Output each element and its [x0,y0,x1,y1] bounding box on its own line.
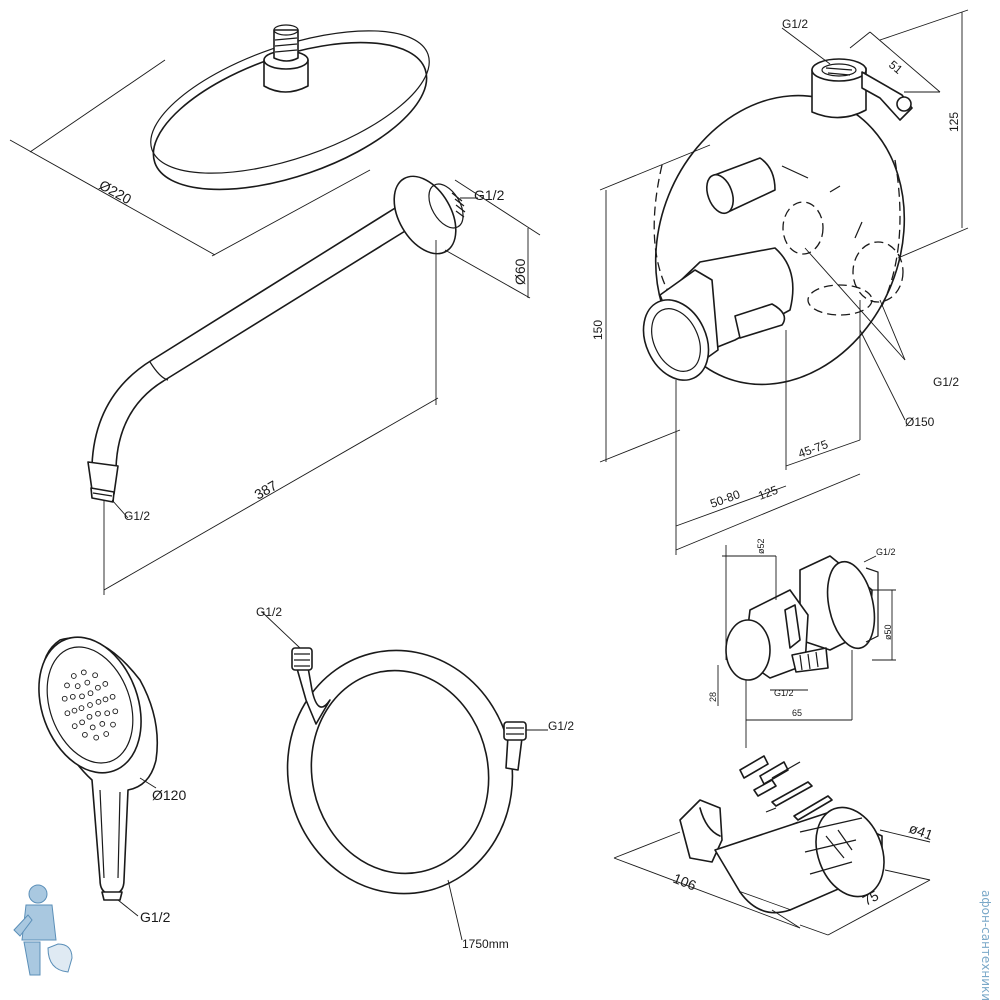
nozzle [89,724,96,731]
valve-depth-45-75-label: 45-75 [796,437,830,461]
nozzle [102,681,109,687]
hand-shower-holder [679,799,885,914]
holder-75-label: 75 [860,887,881,909]
head-diameter-label: Ø220 [97,177,135,208]
hand-thread-label: G1/2 [140,909,171,925]
hose-thread-1-label: G1/2 [256,605,282,619]
nozzle [74,683,81,689]
nozzle [70,673,77,679]
hand-diameter-label: Ø120 [152,787,186,803]
valve-height-125-label: 125 [947,112,961,132]
valve-height-150-label: 150 [591,320,605,340]
plate-diameter-label: Ø150 [905,415,935,429]
arm-inlet-label: G1/2 [474,187,505,203]
valve-depth-125-label: 125 [756,483,780,503]
valve-depth-50-80-label: 50-80 [708,487,742,511]
shower-arm [87,175,466,503]
elbow-d52-label: ø52 [756,538,766,554]
arm-outlet-label: G1/2 [124,509,150,523]
nozzle [95,710,101,717]
nozzle [87,702,93,708]
nozzle [87,690,94,697]
nozzle [95,684,101,691]
nozzle [78,705,85,711]
shower-head [150,24,430,191]
nozzle [86,713,93,720]
concealed-valve [642,58,913,386]
hose-thread-2-label: G1/2 [548,719,574,733]
nozzle [64,710,71,717]
nozzle [64,682,70,689]
nozzle [71,723,78,729]
flange-diameter-label: Ø60 [512,258,528,285]
plumber-logo [13,884,73,976]
elbow-h28-label: 28 [708,692,718,702]
nozzle [84,679,91,686]
elbow-thread-top-label: G1/2 [876,547,896,557]
nozzle [79,693,85,700]
elbow-thread-side-label: G1/2 [774,688,794,698]
nozzle [99,721,106,727]
nozzle [61,695,68,702]
nozzle [104,710,111,717]
nozzle [69,693,76,700]
nozzle [102,696,109,703]
nozzle [79,719,85,726]
nozzle [95,699,102,705]
nozzle [103,731,110,737]
elbow-w65-label: 65 [792,708,802,718]
nozzle [80,669,87,676]
elbow-d50-label: ø50 [883,624,893,640]
spray-nozzles [61,669,119,741]
elbow-dimensions: ø52 G1/2 ø50 28 G1/2 65 [708,538,896,748]
nozzle [112,708,119,715]
hand-shower: Ø120 G1/2 [38,636,186,925]
valve-outlets-label: G1/2 [933,375,959,389]
hose-length-label: 1750mm [462,937,509,951]
nozzle [92,672,98,679]
nozzle [109,693,116,700]
nozzle [93,734,100,741]
holder-106-label: 106 [671,870,699,894]
arm-dimensions: 387 Ø60 G1/2 G1/2 [103,179,541,595]
arm-length-label: 387 [252,477,280,503]
watermark: афон-сантехники.рф [979,890,993,1000]
nozzle [71,707,78,714]
holder-d41-label: ø41 [907,820,935,843]
valve-inlet-top-label: G1/2 [782,17,808,31]
shower-hose: G1/2 G1/2 1750mm [256,605,574,951]
nozzle [82,731,88,738]
nozzle [110,721,116,728]
wall-elbow [725,555,879,681]
